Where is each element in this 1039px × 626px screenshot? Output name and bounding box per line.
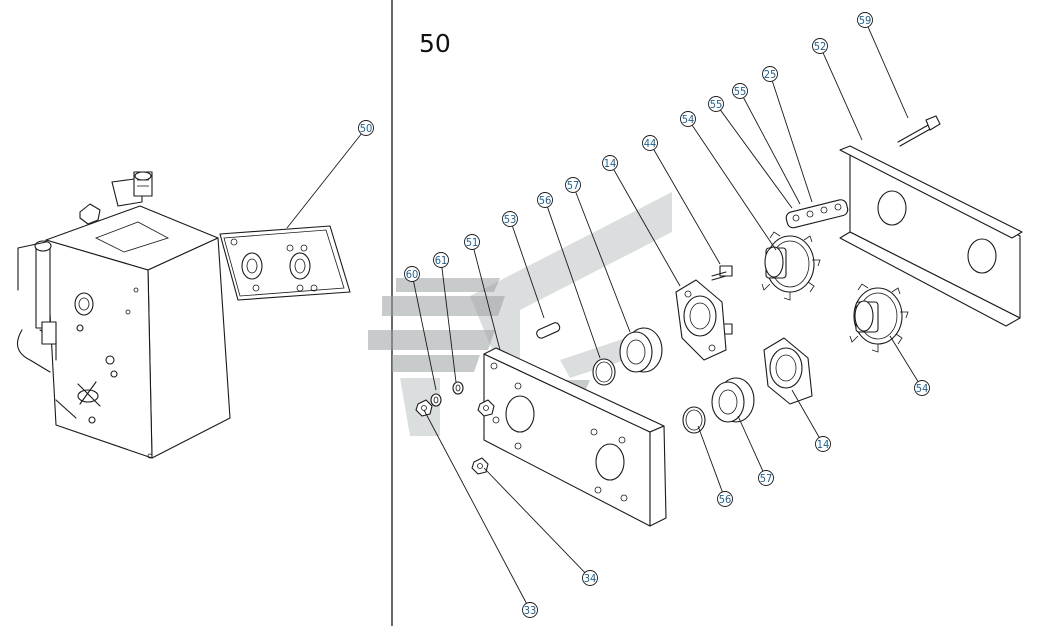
right-callout-label-16: 57 [760, 472, 773, 485]
right-callout-balloon-11 [464, 234, 480, 250]
right-callout-balloon-17 [717, 491, 733, 507]
right-callout-leader-15 [791, 389, 820, 438]
long-bolt-59 [897, 115, 941, 147]
circlip-56-upper [592, 358, 616, 386]
right-callout-label-9: 56 [539, 194, 552, 207]
right-callout-leader-6 [653, 149, 721, 265]
right-callout-label-5: 54 [682, 113, 695, 126]
right-callout-label-17: 56 [719, 493, 732, 506]
right-callout-balloon-5 [680, 111, 696, 127]
channel-plate-52 [839, 145, 1023, 327]
right-callout-label-7: 14 [604, 157, 617, 170]
right-callout-balloon-8 [565, 177, 581, 193]
right-callout-label-18: 34 [584, 572, 597, 585]
nut-33 [415, 399, 433, 417]
right-callout-leader-0 [867, 26, 909, 119]
right-callout-balloon-13 [404, 266, 420, 282]
right-callout-leader-4 [720, 109, 793, 209]
roller-chain-25 [785, 199, 849, 229]
right-callout-balloon-0 [857, 12, 873, 28]
nut-34 [471, 457, 489, 475]
right-callout-leader-9 [547, 206, 601, 359]
left-view-callouts: 50 [286, 120, 374, 229]
right-callout-balloon-15 [815, 436, 831, 452]
right-callout-label-11: 51 [466, 236, 479, 249]
right-callout-label-12: 61 [435, 254, 448, 267]
left-callout-label-0: 50 [360, 122, 373, 135]
right-callout-leader-19 [423, 409, 527, 604]
flange-bearing-14-upper [675, 279, 727, 361]
left-callout-balloon-0 [358, 120, 374, 136]
right-callout-balloon-9 [537, 192, 553, 208]
right-callout-leader-12 [441, 267, 457, 383]
right-callout-label-3: 55 [734, 85, 747, 98]
right-callout-label-10: 53 [504, 213, 517, 226]
dowel-pin-53 [536, 322, 561, 339]
right-callout-leader-17 [697, 425, 723, 493]
right-callout-balloon-16 [758, 470, 774, 486]
section-number: 50 [419, 29, 451, 58]
right-callout-label-15: 14 [817, 438, 830, 451]
right-callout-label-8: 57 [567, 179, 580, 192]
right-callout-leader-11 [473, 249, 501, 351]
ball-bearing-57-upper [619, 327, 663, 373]
right-callout-label-2: 25 [764, 68, 777, 81]
right-callout-balloon-6 [642, 135, 658, 151]
right-callout-balloon-19 [522, 602, 538, 618]
bolt-44 [711, 265, 733, 335]
right-callout-balloon-4 [708, 96, 724, 112]
right-callout-balloon-18 [582, 570, 598, 586]
assembled-gearbox-housing [16, 171, 231, 459]
sprocket-54-upper [761, 231, 821, 301]
right-callout-balloon-1 [812, 38, 828, 54]
right-callout-balloon-12 [433, 252, 449, 268]
right-callout-balloon-7 [602, 155, 618, 171]
right-callout-label-6: 44 [644, 137, 657, 150]
detached-cover-plate [219, 225, 351, 301]
right-callout-label-14: 54 [916, 382, 929, 395]
left-callout-leader-0 [286, 133, 362, 229]
right-callout-leader-8 [575, 191, 631, 333]
right-callout-label-4: 55 [710, 98, 723, 111]
washer-60 [430, 393, 442, 407]
right-callout-label-1: 52 [814, 40, 827, 53]
flange-bearing-14-lower [763, 337, 813, 405]
right-callout-label-19: 33 [524, 604, 537, 617]
right-callout-label-0: 59 [859, 14, 872, 27]
right-callout-leader-16 [737, 415, 764, 472]
right-callout-label-13: 60 [406, 268, 419, 281]
washer-61 [452, 381, 464, 395]
right-callout-leader-14 [889, 335, 919, 382]
right-callout-balloon-14 [914, 380, 930, 396]
circlip-56-lower [682, 406, 706, 434]
mounting-plate-51 [483, 347, 667, 527]
right-callout-leader-7 [613, 169, 681, 287]
right-callout-balloon-10 [502, 211, 518, 227]
right-callout-leader-5 [691, 124, 777, 251]
right-callout-leader-13 [413, 281, 437, 391]
nut-plate [477, 399, 495, 417]
right-callout-leader-1 [822, 52, 863, 141]
right-callout-balloon-3 [732, 83, 748, 99]
right-callout-leader-2 [771, 80, 813, 203]
sprocket-54-lower [849, 283, 909, 353]
right-callout-leader-3 [743, 97, 801, 205]
right-callout-balloon-2 [762, 66, 778, 82]
right-callout-leader-10 [512, 225, 545, 319]
right-view-callouts: 59 52 25 55 55 54 44 14 57 56 53 51 61 60 54 14 57 56 34 33 [404, 12, 930, 618]
right-callout-leader-18 [483, 467, 586, 573]
ball-bearing-57-lower [711, 377, 755, 423]
